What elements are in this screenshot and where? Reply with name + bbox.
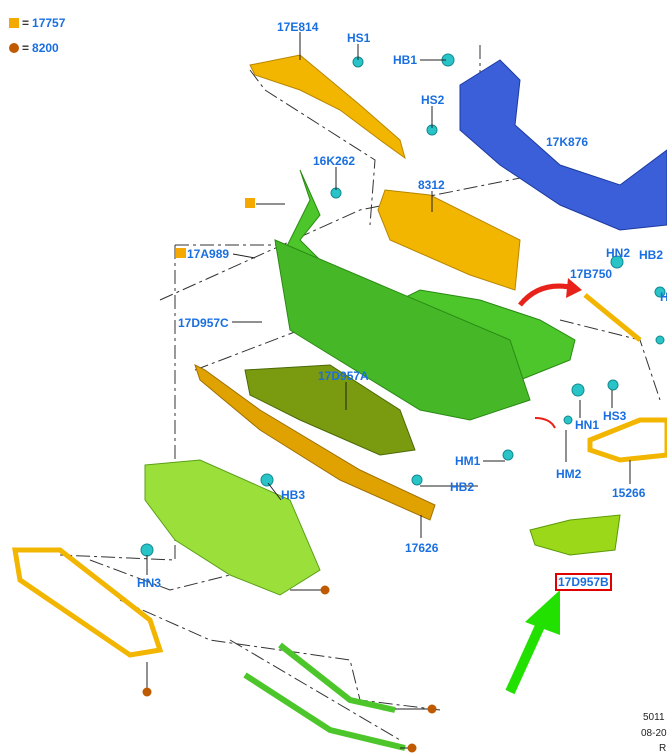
callout-8312[interactable]: 8312	[418, 178, 445, 192]
callout-HB3[interactable]: HB3	[281, 488, 306, 502]
diagram-date: 08-20	[641, 728, 667, 739]
absorber-17626	[194, 364, 436, 521]
callout-HB2-lower[interactable]: HB2	[450, 480, 475, 494]
callout-17K876[interactable]: 17K876	[546, 135, 589, 149]
callout-HN1[interactable]: HN1	[575, 418, 600, 432]
callout-HS1[interactable]: HS1	[347, 31, 371, 45]
callout-HM2[interactable]: HM2	[556, 467, 582, 481]
callout-17E814[interactable]: 17E814	[277, 20, 319, 34]
circle-marker-icon	[9, 43, 19, 53]
equals-sign: =	[22, 41, 30, 55]
bezel-15266	[587, 417, 667, 463]
bracket-17E814	[249, 54, 406, 160]
grille-8312	[377, 189, 521, 291]
callout-HN3[interactable]: HN3	[137, 576, 162, 590]
legend-label: 8200	[32, 41, 59, 55]
callout-17A989[interactable]: 17A989	[176, 247, 229, 261]
callout-17D957A[interactable]: 17D957A	[318, 369, 369, 383]
legend-label: 17757	[32, 16, 66, 30]
callout-H-cut[interactable]: H	[660, 290, 667, 304]
bezel-ring	[12, 547, 164, 658]
green-arrow-icon	[505, 590, 560, 695]
callout-HB2-upper[interactable]: HB2	[639, 248, 664, 262]
callout-leaders	[146, 32, 631, 749]
lower-grille	[144, 459, 321, 596]
callout-17D957B-highlighted[interactable]: 17D957B	[555, 573, 612, 591]
bumper-cover	[274, 169, 576, 421]
callout-15266[interactable]: 15266	[612, 486, 646, 500]
callout-HN2[interactable]: HN2	[606, 246, 631, 260]
cover-17D957B	[529, 514, 621, 556]
callout-HB1[interactable]: HB1	[393, 53, 418, 67]
skid-plate-17D957A	[244, 364, 416, 456]
reinforcement-17K876	[459, 59, 667, 231]
diagram-code: 5011	[643, 712, 665, 723]
square-marker-icon	[9, 18, 19, 28]
callout-text: 17A989	[187, 247, 230, 261]
legend-square: =17757	[9, 16, 65, 30]
callout-17D957C[interactable]: 17D957C	[178, 316, 229, 330]
callout-HS2[interactable]: HS2	[421, 93, 445, 107]
equals-sign: =	[22, 16, 30, 30]
diagram-rev: R	[659, 743, 667, 754]
callout-HS3[interactable]: HS3	[603, 409, 627, 423]
circle-markers-8200	[142, 585, 437, 753]
callout-HM1[interactable]: HM1	[455, 454, 481, 468]
trim-strips	[243, 642, 406, 751]
callout-17B750[interactable]: 17B750	[570, 267, 613, 281]
bracket-17B750	[583, 293, 642, 342]
legend-circle: =8200	[9, 41, 59, 55]
callout-17626[interactable]: 17626	[405, 541, 439, 555]
square-marker-icon	[245, 198, 255, 208]
callout-16K262[interactable]: 16K262	[313, 154, 356, 168]
red-arrow-icon	[518, 278, 582, 429]
square-marker-icon	[176, 248, 186, 258]
